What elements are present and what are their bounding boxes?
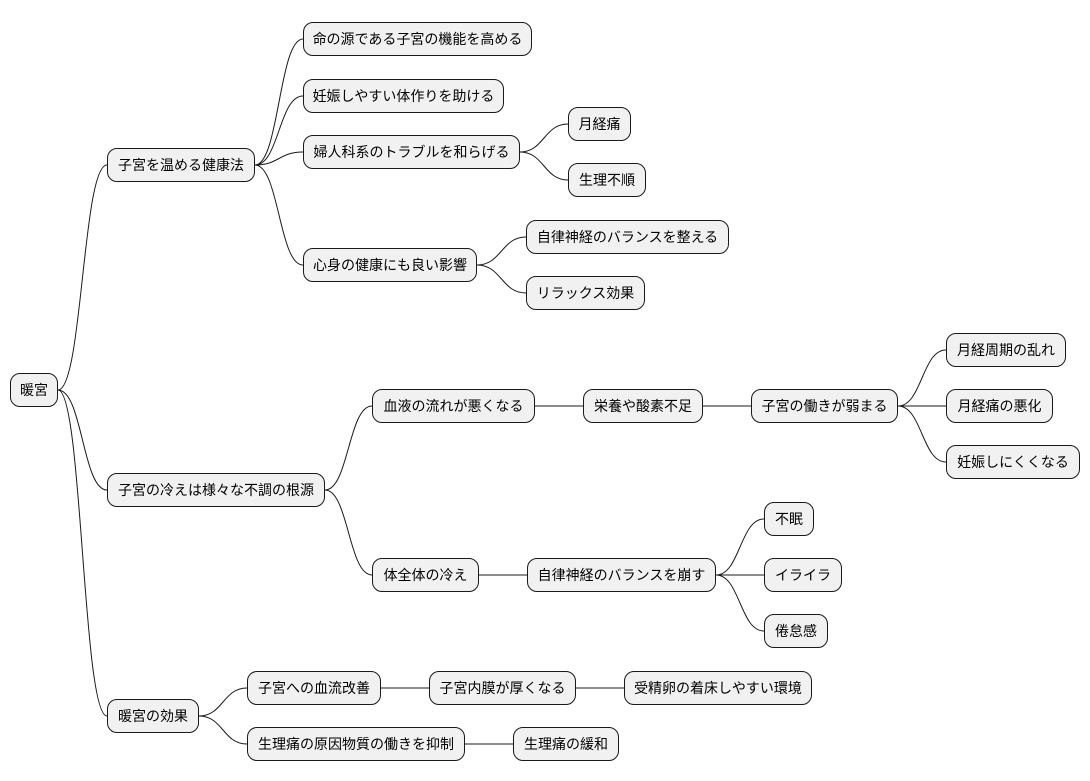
connector-line (254, 151, 304, 166)
connector-line (198, 687, 248, 717)
connector-line (57, 164, 108, 391)
leaf-node: 生理不順 (568, 163, 646, 197)
connector-line (324, 489, 373, 576)
chain-node: 栄養や酸素不足 (583, 389, 703, 423)
connector-line (57, 389, 108, 491)
leaf-node: 月経痛 (568, 107, 631, 141)
connector-line (897, 349, 947, 407)
branch-node: 子宮を温める健康法 (107, 148, 255, 182)
leaf-node: 自律神経のバランスを整える (526, 220, 729, 254)
connector-line (198, 715, 248, 745)
leaf-node: 命の源である子宮の機能を高める (303, 22, 532, 56)
chain-node: 生理痛の緩和 (513, 727, 619, 761)
leaf-node: 不眠 (764, 502, 814, 536)
connector-line (476, 264, 527, 294)
root-node: 暖宮 (10, 373, 58, 407)
branch-node: 子宮の冷えは様々な不調の根源 (107, 473, 325, 507)
connector-line (519, 151, 569, 181)
connector-line (254, 38, 304, 166)
subbranch-node: 婦人科系のトラブルを和らげる (303, 135, 520, 169)
connector-line (254, 95, 304, 166)
connector-line (254, 164, 304, 266)
connector-line (519, 123, 569, 153)
subbranch-node: 子宮への血流改善 (247, 671, 381, 705)
leaf-node: 月経周期の乱れ (946, 333, 1066, 367)
leaf-node: 月経痛の悪化 (946, 389, 1053, 423)
connector-line (715, 518, 765, 576)
leaf-node: 妊娠しやすい体作りを助ける (303, 79, 504, 113)
connector-line (897, 405, 947, 463)
connector-line (324, 405, 373, 491)
chain-node: 子宮内膜が厚くなる (429, 671, 576, 705)
subbranch-node: 心身の健康にも良い影響 (303, 248, 477, 282)
leaf-node: リラックス効果 (526, 276, 645, 310)
branch-node: 暖宮の効果 (107, 699, 199, 733)
leaf-node: イライラ (764, 558, 842, 592)
subbranch-node: 血液の流れが悪くなる (372, 389, 535, 423)
chain-node: 子宮の働きが弱まる (751, 389, 898, 423)
connector-line (715, 574, 765, 632)
leaf-node: 倦怠感 (764, 614, 828, 648)
connector-line (476, 236, 527, 266)
chain-node: 受精卵の着床しやすい環境 (624, 671, 812, 705)
leaf-node: 妊娠しにくくなる (946, 445, 1080, 479)
subbranch-node: 生理痛の原因物質の働きを抑制 (247, 727, 465, 761)
subbranch-node: 体全体の冷え (372, 558, 479, 592)
chain-node: 自律神経のバランスを崩す (527, 558, 716, 592)
connector-line (57, 389, 108, 717)
